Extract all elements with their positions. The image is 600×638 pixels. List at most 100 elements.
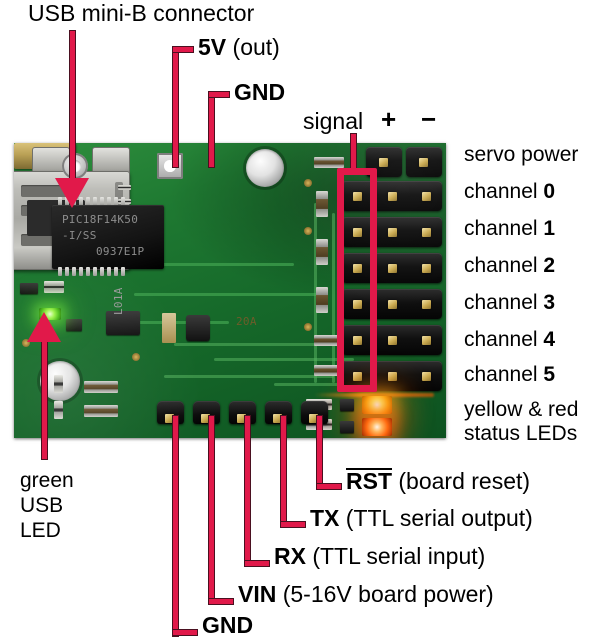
label-channel-1: channel 1 [464,218,555,239]
pcb-trace [332,213,335,383]
gnd-bottom-callout-line [172,415,179,637]
label-usb-connector-text: USB mini-B connector [28,0,255,26]
smd-resistor [84,405,118,417]
gnd-pin-header [157,401,184,424]
label-five-volt-normal: (out) [226,34,280,60]
label-tx: TX (TTL serial output) [310,507,533,530]
label-status-leds-line1: yellow & red [464,399,578,420]
vin-callout-elbow [208,598,234,605]
label-servo-power: servo power [464,144,578,165]
label-green-led-line1-text: green [20,469,74,492]
label-channel-3-number: 3 [543,291,556,314]
smd-resistor [54,375,63,393]
smd-part [20,283,38,294]
label-usb-connector: USB mini-B connector [28,2,254,25]
smd-resistor [314,365,344,376]
label-tx-normal: (TTL serial output) [339,505,533,531]
label-green-led-line3: LED [20,520,61,541]
pcb-via [304,323,312,331]
label-channel-5: channel 5 [464,364,555,385]
smd-resistor [316,287,328,313]
label-servo-power-text: servo power [464,143,579,166]
yellow-status-led [362,396,392,414]
label-vin-bold: VIN [238,581,277,607]
five-volt-callout-line [172,46,179,168]
label-green-led-line2-text: USB [20,494,64,517]
smd-resistor [316,191,328,217]
channel-0-housing [342,181,442,211]
label-status-leds-line2-text: status LEDs [464,422,578,445]
label-gnd-top-bold: GND [234,79,286,105]
signal-column-highlight [337,168,377,392]
pcb-trace [134,263,294,266]
label-rx-normal: (TTL serial input) [305,543,486,569]
ic-marking-line3: 0937E1P [96,245,145,258]
channel-2-housing [342,253,442,283]
label-green-led-line1: green [20,470,74,491]
smd-part [340,421,354,433]
label-vin: VIN (5-16V board power) [238,583,494,606]
ic-marking-line1: PIC18F14K50 [62,213,139,226]
label-channel-5-number: 5 [543,363,556,386]
label-rx-bold: RX [274,543,306,569]
channel-1-housing [342,217,442,247]
green-led-callout-line [41,340,48,460]
five-volt-callout-elbow [172,46,194,53]
pcb-trace [274,383,364,386]
pcb-via [22,339,30,347]
label-channel-0-number: 0 [543,180,556,203]
label-channel-0: channel 0 [464,181,555,202]
label-channel-4: channel 4 [464,329,555,350]
smd-capacitor [162,313,176,343]
label-status-leds-line1-text: yellow & red [464,398,579,421]
label-tx-bold: TX [310,505,340,531]
pcb-via [304,227,312,235]
vin-callout-line [208,415,215,605]
mounting-hole-top [246,149,284,187]
tx-callout-elbow [280,521,306,528]
microcontroller-ic [52,205,164,269]
gnd-top-callout-elbow [208,91,230,98]
smd-part [66,319,82,331]
smd-resistor [44,281,64,293]
label-five-volt-bold: 5V [198,34,227,60]
red-status-led [362,418,392,436]
pcb-trace [314,203,317,383]
label-green-led-line3-text: LED [20,519,61,542]
crystal-marking: 20A [236,315,257,328]
label-rst-normal: (board reset) [392,468,531,494]
pcb-trace [164,375,334,378]
label-channel-2: channel 2 [464,255,555,276]
label-channel-2-number: 2 [543,254,556,277]
servo-power-housing-minus [406,147,442,177]
label-signal: signal [303,110,363,133]
label-channel-0-text: channel [464,180,544,203]
ic-pins-bottom [58,267,125,276]
label-plus: + [381,106,396,132]
smd-resistor [84,381,118,393]
label-status-leds-line2: status LEDs [464,423,577,444]
gnd-top-callout-line [208,91,215,168]
label-channel-2-text: channel [464,254,544,277]
usb-callout-arrow [55,178,89,208]
vin-pin-header [193,401,220,424]
gnd-bottom-callout-elbow [172,629,198,636]
label-five-volt: 5V (out) [198,36,280,59]
label-vin-normal: (5-16V board power) [276,581,494,607]
ic-marking-line2: -I/SS [62,229,97,242]
rst-callout-line [316,415,323,490]
label-gnd-bottom-bold: GND [202,612,254,638]
rst-callout-elbow [316,483,342,490]
smd-ic-small [106,311,140,335]
tx-pin-header [265,401,292,424]
label-channel-4-text: channel [464,328,544,351]
label-gnd-bottom: GND [202,614,253,637]
rx-callout-elbow [244,560,270,567]
pcb-via [304,179,312,187]
pcb-via [132,353,140,361]
label-rst: RST (board reset) [346,468,530,493]
pcb-trace [214,358,354,361]
label-gnd-top: GND [234,81,285,104]
smd-part [186,315,210,341]
label-signal-text: signal [303,108,364,134]
